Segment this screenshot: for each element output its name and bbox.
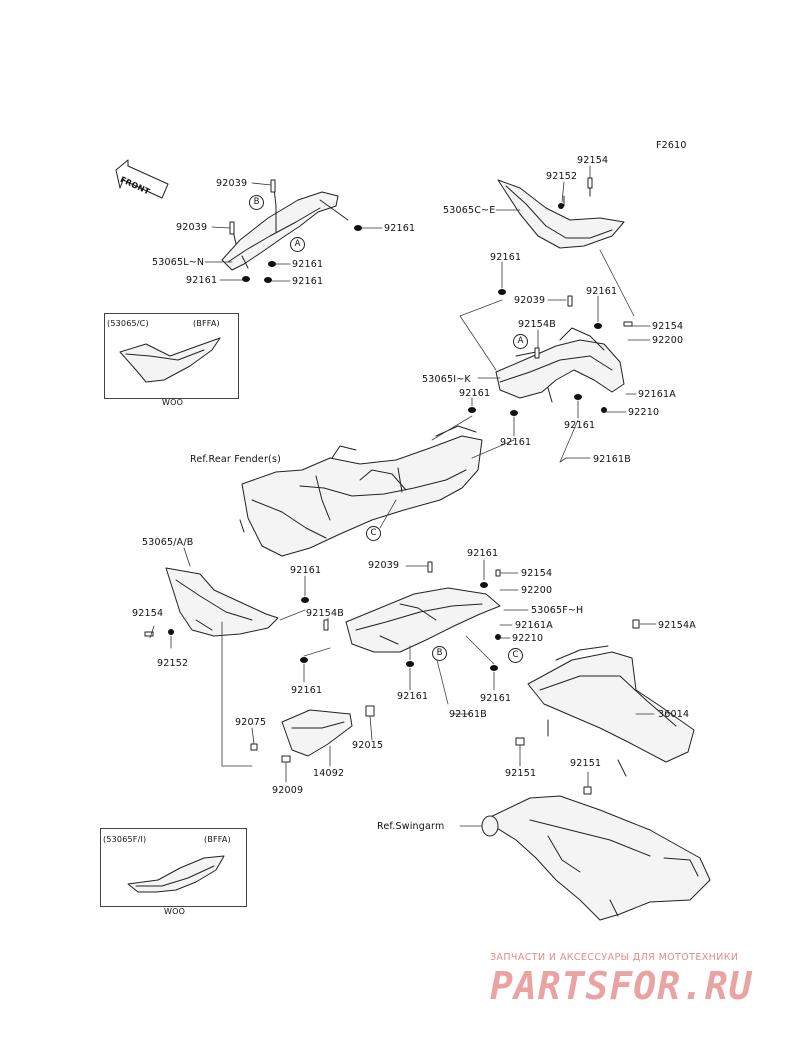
callout-b-mid: B [432, 646, 447, 661]
seat-cowl-right-top-drawing [497, 179, 625, 249]
part-label: 92161 [586, 286, 618, 297]
leader-lines [149, 165, 657, 827]
part-label: 92161A [515, 620, 553, 631]
part-label: 53065L~N [152, 257, 205, 268]
part-label: 92161 [292, 259, 324, 270]
tail-cowl-right-drawing [495, 327, 625, 403]
part-label: 53065C~E [443, 205, 496, 216]
part-label: 92039 [216, 178, 248, 189]
inset-top-cover-drawing [119, 337, 221, 383]
bracket-14092-drawing [281, 709, 353, 757]
inset-box-top [104, 313, 239, 399]
seat-cowl-left-drawing [221, 187, 349, 271]
callout-c-fender: C [366, 526, 381, 541]
part-label: 53065I~K [422, 374, 471, 385]
swingarm-drawing [481, 795, 711, 921]
part-label: 92075 [235, 717, 267, 728]
part-label: 92039 [514, 295, 546, 306]
callout-a-right: A [513, 334, 528, 349]
part-label: 92154B [306, 608, 344, 619]
inset-bottom-code: (53065F/I) [103, 835, 147, 844]
side-cover-left-drawing [165, 567, 279, 637]
part-label: 92039 [368, 560, 400, 571]
callout-b-top: B [249, 195, 264, 210]
part-label: 92161 [480, 693, 512, 704]
inset-top-code: (53065/C) [107, 319, 149, 328]
part-label: 92210 [512, 633, 544, 644]
callout-a-top: A [290, 237, 305, 252]
part-label: 14092 [313, 768, 345, 779]
part-label: 92039 [176, 222, 208, 233]
reference-label: Ref.Rear Fender(s) [190, 454, 282, 465]
part-label: 92154 [521, 568, 553, 579]
inset-box-bottom [100, 828, 247, 907]
part-label: 92161 [292, 276, 324, 287]
side-cover-mid-drawing [345, 587, 501, 653]
part-label: 92161 [291, 685, 323, 696]
part-label: 92161B [593, 454, 631, 465]
part-label: 92154 [132, 608, 164, 619]
part-label: 92161B [449, 709, 487, 720]
callout-c-mid: C [508, 648, 523, 663]
part-label: 92161 [564, 420, 596, 431]
part-label: 92161 [467, 548, 499, 559]
watermark-tagline: ЗАПЧАСТИ И АКСЕССУАРЫ ДЛЯ МОТОТЕХНИКИ [490, 952, 739, 963]
part-label: 92015 [352, 740, 384, 751]
part-label: 92151 [570, 758, 602, 769]
part-label: 92154A [658, 620, 696, 631]
part-label: 92161A [638, 389, 676, 400]
part-label: 92200 [652, 335, 684, 346]
part-label: 92161 [290, 565, 322, 576]
part-label: 92161 [384, 223, 416, 234]
inset-bottom-variant: (BFFA) [204, 835, 231, 844]
rear-fender-drawing [239, 425, 483, 557]
part-label: 92152 [157, 658, 189, 669]
swingarm-cover-drawing [527, 645, 695, 777]
part-label: 92151 [505, 768, 537, 779]
part-label: 36014 [658, 709, 690, 720]
inset-top-variant: (BFFA) [193, 319, 220, 328]
part-label: 92154 [652, 321, 684, 332]
inset-bottom-caption: WOO [164, 907, 186, 916]
hardware-grommets [168, 203, 607, 671]
part-label: 92161 [459, 388, 491, 399]
part-label: 92161 [490, 252, 522, 263]
part-label: 53065F~H [531, 605, 584, 616]
part-label: 92009 [272, 785, 304, 796]
part-label: 92161 [500, 437, 532, 448]
part-label: 53065/A/B [142, 537, 194, 548]
front-arrow-icon [115, 159, 169, 199]
watermark-logo: PARTSFOR.RU [490, 964, 753, 1008]
inset-top-caption: WOO [162, 398, 184, 407]
reference-label: Ref.Swingarm [377, 821, 445, 832]
part-label: 92161 [186, 275, 218, 286]
diagram-code: F2610 [656, 140, 687, 151]
part-label: 92152 [546, 171, 578, 182]
part-label: 92200 [521, 585, 553, 596]
inset-bottom-part-drawing [127, 855, 225, 893]
part-label: 92161 [397, 691, 429, 702]
part-label: 92210 [628, 407, 660, 418]
part-label: 92154 [577, 155, 609, 166]
guide-lines [279, 249, 635, 705]
part-label: 92154B [518, 319, 556, 330]
